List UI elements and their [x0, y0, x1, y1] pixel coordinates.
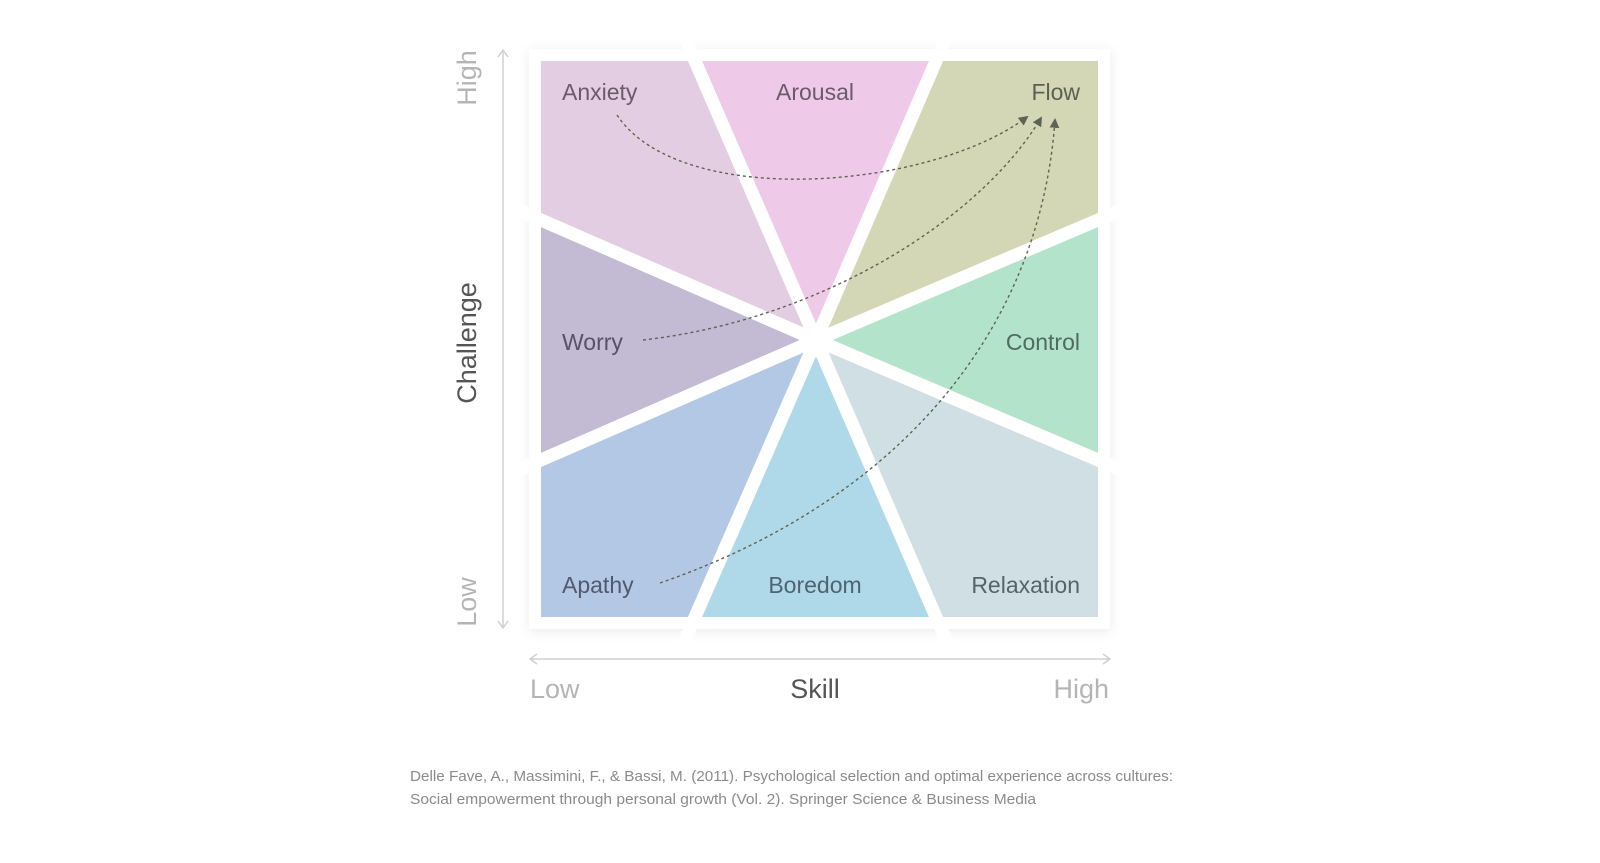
region-label-control: Control [1006, 329, 1080, 355]
region-control [816, 220, 1098, 460]
divider-line [813, 202, 1129, 346]
divider-line [510, 202, 819, 346]
divider-line [510, 334, 819, 478]
y-axis: High Challenge Low [452, 48, 509, 630]
region-relaxation [816, 340, 1098, 617]
y-axis-high-label: High [452, 50, 482, 106]
divider-line [676, 337, 822, 648]
citation-line-1: Delle Fave, A., Massimini, F., & Bassi, … [410, 769, 1173, 785]
y-axis-title: Challenge [452, 282, 482, 404]
divider-line [810, 337, 954, 648]
x-axis: Low Skill High [528, 653, 1112, 704]
region-arousal [695, 61, 936, 340]
region-worry [541, 220, 816, 460]
divider-line [810, 30, 954, 343]
arrows [616, 114, 1060, 584]
divider-line [676, 30, 822, 343]
region-apathy [541, 340, 816, 617]
region-label-relaxation: Relaxation [971, 572, 1080, 598]
card-inner-border [529, 49, 1110, 629]
region-label-worry: Worry [562, 329, 623, 355]
region-flow [816, 61, 1098, 340]
citation-line-2: Social empowerment through personal grow… [410, 792, 1037, 808]
region-label-arousal: Arousal [776, 79, 854, 105]
x-axis-high-label: High [1053, 674, 1109, 704]
arrow-apathy-to-flow [659, 118, 1060, 584]
regions [541, 61, 1098, 617]
divider-line [813, 334, 1129, 478]
region-anxiety [541, 61, 816, 340]
arrow-worry-to-flow [642, 116, 1043, 341]
y-axis-low-label: Low [452, 577, 482, 627]
dividers [510, 30, 1129, 648]
region-boredom [695, 340, 936, 617]
arrow-anxiety-to-flow [616, 114, 1029, 180]
x-axis-title: Skill [790, 674, 840, 704]
region-label-boredom: Boredom [768, 572, 861, 598]
x-axis-low-label: Low [530, 674, 580, 704]
region-label-flow: Flow [1031, 79, 1080, 105]
region-label-apathy: Apathy [562, 572, 634, 598]
region-label-anxiety: Anxiety [562, 79, 638, 105]
